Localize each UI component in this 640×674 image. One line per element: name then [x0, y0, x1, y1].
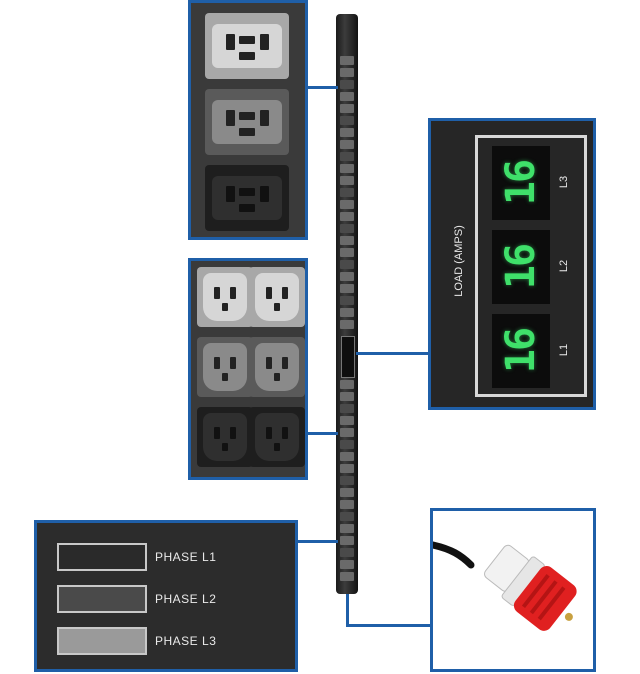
pdu-outlet-cell: [340, 524, 354, 533]
c13-outlet-dark-1: [197, 407, 253, 467]
c13-outlet-medium-2: [249, 337, 305, 397]
pdu-outlet-cell: [340, 500, 354, 509]
pdu-outlet-cell: [340, 572, 354, 581]
pdu-outlet-cell: [340, 68, 354, 77]
pdu-outlet-cell: [340, 200, 354, 209]
pdu-outlet-cell: [340, 224, 354, 233]
pdu-outlet-cell: [340, 560, 354, 569]
pdu-outlet-cell: [340, 284, 354, 293]
pdu-outlet-cell: [340, 392, 354, 401]
pdu-outlet-cell: [340, 320, 354, 329]
red-plug-icon: [433, 541, 577, 631]
pdu-outlet-cell: [340, 140, 354, 149]
phase-legend-l1: PHASE L1: [57, 543, 307, 575]
phase-label-l3: PHASE L3: [155, 634, 217, 648]
phase-swatch-l1: [57, 543, 147, 571]
phase-legend-panel: PHASE L1 PHASE L2 PHASE L3: [34, 520, 298, 672]
pdu-outlet-cell: [340, 548, 354, 557]
pdu-outlet-cell: [340, 452, 354, 461]
pdu-outlet-cell: [340, 80, 354, 89]
load-label-l1: L1: [558, 343, 571, 357]
pdu-outlet-cell: [340, 296, 354, 305]
connector-line-c19: [306, 86, 338, 89]
pdu-outlet-cell: [340, 404, 354, 413]
pdu-outlet-cell: [340, 476, 354, 485]
pdu-outlet-cell: [340, 380, 354, 389]
pdu-outlet-cell: [340, 104, 354, 113]
c19-outlet-light: [205, 13, 289, 79]
load-display-panel: LOAD (AMPS) 16 L3 16 L2 16 L1: [428, 118, 596, 410]
pdu-outlet-cell: [340, 512, 354, 521]
pdu-outlet-cell: [340, 92, 354, 101]
pdu-outlet-cell: [340, 536, 354, 545]
pdu-outlet-cell: [340, 128, 354, 137]
load-reading-l2: 16: [492, 230, 550, 304]
connector-line-legend: [296, 540, 338, 543]
pdu-outlet-cell: [340, 212, 354, 221]
c13-outlet-light-2: [249, 267, 305, 327]
phase-label-l2: PHASE L2: [155, 592, 217, 606]
phase-swatch-l2: [57, 585, 147, 613]
pdu-outlet-cell: [340, 464, 354, 473]
load-reading-l3: 16: [492, 146, 550, 220]
pdu-outlet-cell: [340, 236, 354, 245]
load-label-l2: L2: [558, 259, 571, 273]
pdu-outlet-cell: [340, 176, 354, 185]
pdu-strip: [336, 14, 358, 594]
c13-outlet-medium-1: [197, 337, 253, 397]
load-label-l3: L3: [558, 175, 571, 189]
pdu-outlet-cell: [340, 416, 354, 425]
pdu-mini-display: [341, 336, 355, 378]
connector-line-c13: [306, 432, 338, 435]
pdu-outlet-cell: [340, 248, 354, 257]
c19-outlet-medium: [205, 89, 289, 155]
connector-line-plug-v: [346, 594, 349, 626]
phase-legend-l2: PHASE L2: [57, 585, 307, 617]
pdu-outlet-cell: [340, 164, 354, 173]
c13-outlet-light-1: [197, 267, 253, 327]
phase-swatch-l3: [57, 627, 147, 655]
connector-line-display: [356, 352, 430, 355]
pdu-outlet-cell: [340, 308, 354, 317]
pdu-outlet-cell: [340, 488, 354, 497]
load-reading-l1: 16: [492, 314, 550, 388]
pdu-outlet-cell: [340, 152, 354, 161]
c19-outlet-dark: [205, 165, 289, 231]
pdu-outlet-cell: [340, 272, 354, 281]
phase-label-l1: PHASE L1: [155, 550, 217, 564]
connector-line-plug-h: [346, 624, 432, 627]
c13-outlet-dark-2: [249, 407, 305, 467]
plug-panel: [430, 508, 596, 672]
pdu-outlet-cell: [340, 116, 354, 125]
c13-outlet-panel: [188, 258, 308, 480]
pdu-outlet-cell: [340, 260, 354, 269]
phase-legend-l3: PHASE L3: [57, 627, 307, 659]
load-display-title: LOAD (AMPS): [452, 225, 465, 297]
pdu-outlet-cell: [340, 188, 354, 197]
pdu-outlet-cell: [340, 428, 354, 437]
pdu-outlet-cell: [340, 440, 354, 449]
load-display-bezel: 16 L3 16 L2 16 L1: [475, 135, 587, 397]
c19-outlet-panel: [188, 0, 308, 240]
pdu-outlet-cell: [340, 56, 354, 65]
